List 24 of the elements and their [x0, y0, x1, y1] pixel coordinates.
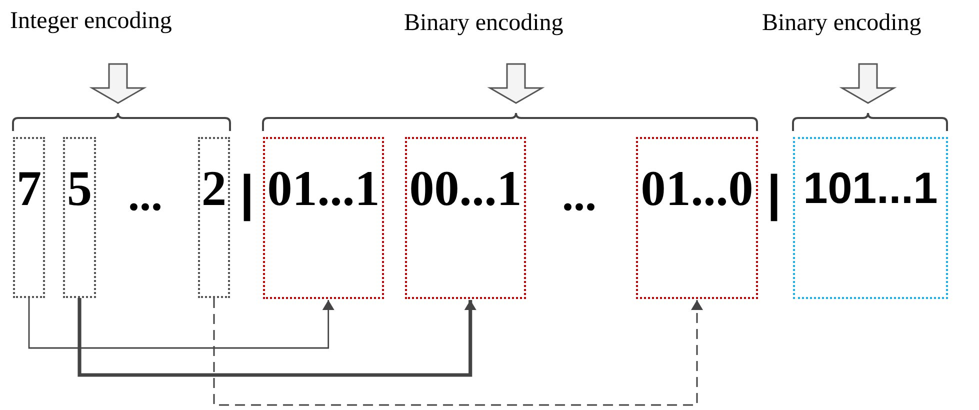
ellipsis: ... — [562, 168, 596, 221]
dotted-box — [793, 137, 948, 299]
bit-string: 00...1 — [408, 163, 523, 213]
integer-value: 7 — [16, 163, 42, 213]
dotted-box — [63, 137, 96, 298]
encoding-label: Binary encoding — [762, 10, 922, 37]
separator: | — [767, 164, 781, 222]
arrow — [28, 298, 334, 349]
dotted-box — [636, 137, 758, 299]
dotted-box — [263, 137, 384, 299]
separator: | — [240, 164, 254, 222]
arrow — [78, 298, 476, 377]
integer-value: 5 — [66, 163, 93, 213]
integer-value: 2 — [200, 163, 228, 213]
encoding-label: Binary encoding — [404, 10, 564, 37]
bit-string: 01...1 — [266, 163, 381, 213]
dotted-box — [13, 137, 45, 298]
bit-string: 101...1 — [802, 167, 939, 211]
ellipsis: ... — [128, 168, 162, 221]
dotted-box — [198, 137, 230, 298]
bit-string: 01...0 — [640, 163, 754, 213]
dotted-box — [405, 137, 526, 299]
encoding-label: Integer encoding — [10, 8, 172, 35]
arrow — [213, 298, 703, 406]
